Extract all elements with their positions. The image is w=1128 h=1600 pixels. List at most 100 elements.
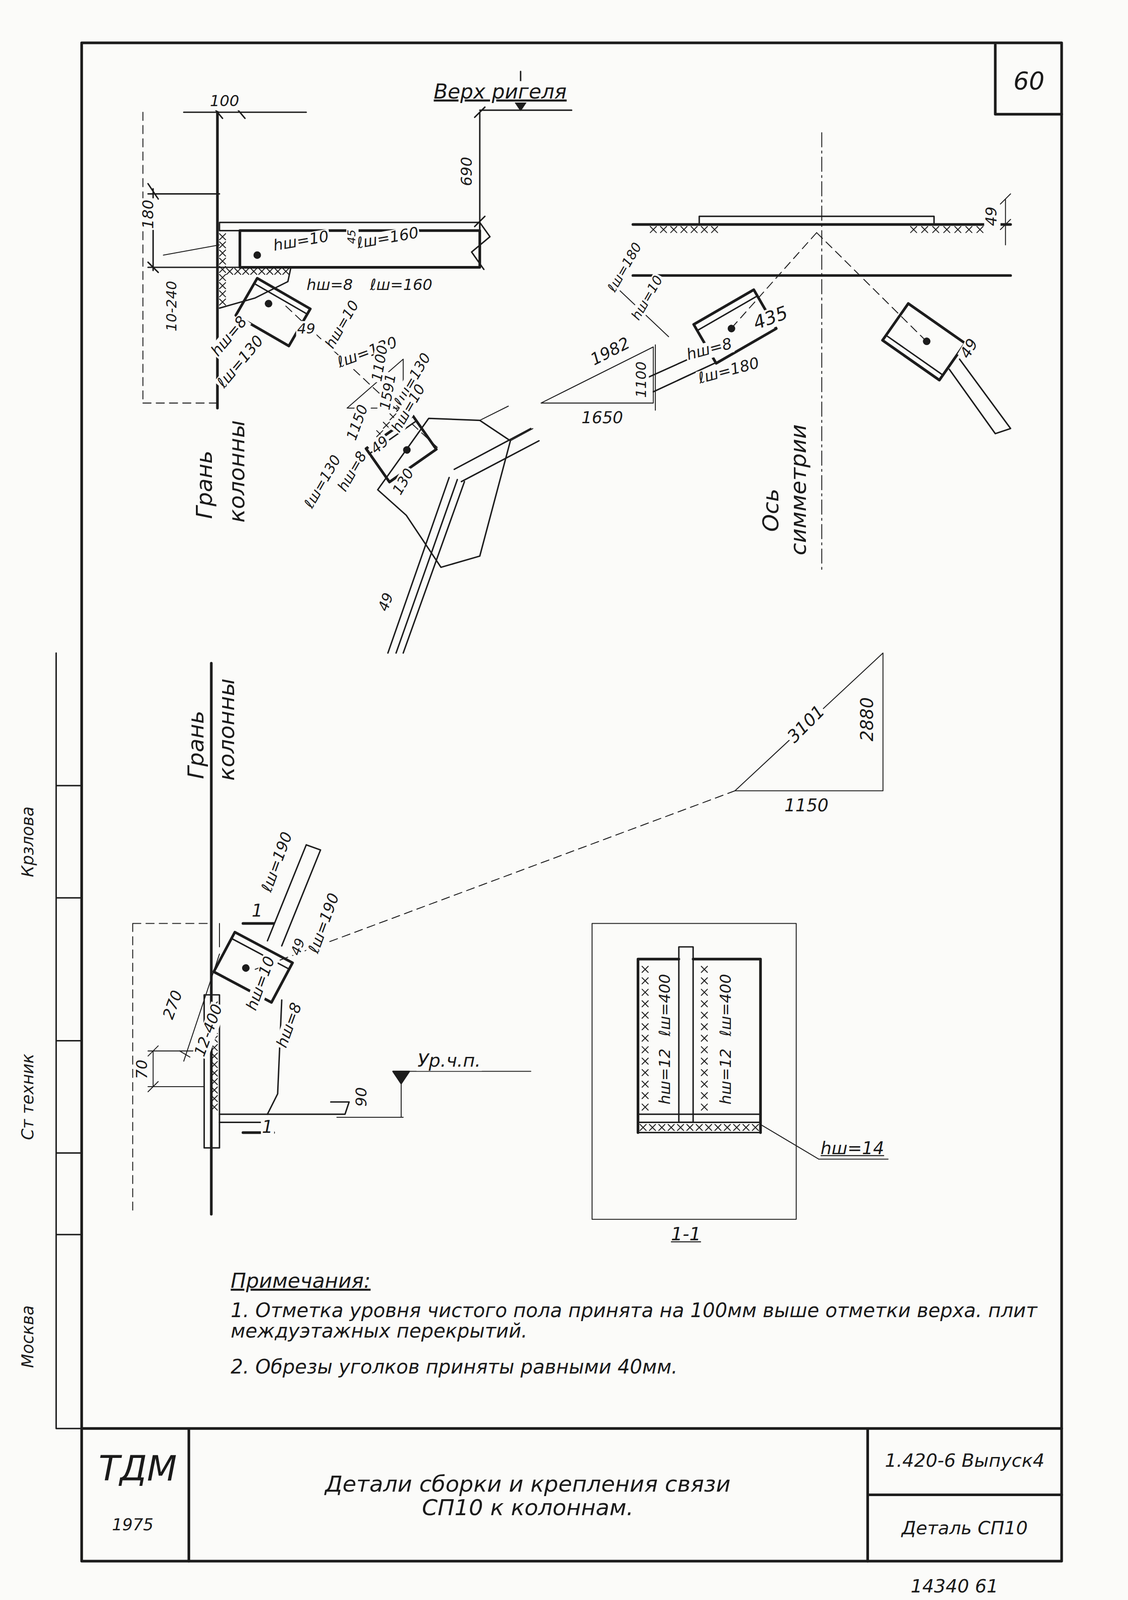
weld-mark [701,1035,708,1042]
weld-mark [910,226,917,233]
dimension-label: 1650 [580,410,625,428]
dimension-label: 1 [260,1118,274,1137]
weld-mark [219,258,226,265]
weld-mark [211,1070,218,1077]
weld-mark [219,242,226,249]
note-text: 1. Отметка уровня чистого пола принята н… [229,1301,1049,1343]
weld-mark [701,1070,708,1077]
dimension-label: 270 [160,988,187,1024]
weld-mark [742,1124,750,1132]
dimension-label: ℓш=130 [334,334,401,372]
note-text: 2. Обрезы уголков приняты равными 40мм. [229,1357,1049,1379]
weld-mark [701,1092,708,1100]
dimension-label: 49 [296,321,317,337]
weld-mark [258,268,265,275]
dimension-label: 70 [135,1059,152,1081]
weld-mark [701,1047,708,1054]
weld-mark [705,1124,712,1132]
weld-mark [714,1124,722,1132]
dimension-label: Ось [758,487,783,534]
weld-mark [641,978,649,985]
weld-mark [211,1096,218,1103]
dimension-label: 180 [140,198,157,230]
dimension-label: 690 [459,155,476,188]
weld-mark [691,226,698,233]
weld-mark [641,1092,649,1100]
weld-mark [640,1124,647,1132]
dimension-label: ℓш=160 [368,277,434,294]
dimension-label: 12-400 [191,1001,227,1061]
dimension-label: Грань [192,449,216,521]
weld-mark [274,268,281,275]
weld-mark [954,226,961,233]
weld-mark [266,268,273,275]
dimension-label: ℓш=400 [718,973,735,1038]
weld-mark [641,1047,649,1054]
weld-mark [921,226,928,233]
title-block-text: Деталь СП10 [900,1519,1029,1539]
dimension-label: Верх ригеля [432,81,568,103]
weld-mark [752,1124,759,1132]
dimension-label: 1150 [783,797,830,816]
weld-mark [696,1124,703,1132]
weld-mark [670,226,678,233]
weld-mark [701,1081,708,1088]
weld-mark [250,268,257,275]
dimension-label: Ур.ч.п. [416,1052,482,1072]
weld-mark [242,268,249,275]
dimension-label: ℓш=190 [306,890,344,957]
weld-mark [219,266,226,273]
weld-mark [660,226,667,233]
weld-mark [668,1124,675,1132]
dimension-label: 435 [749,302,792,334]
dimension-label: 100 [208,94,240,111]
dimension-label: ℓш=190 [259,829,297,896]
dimension-label: 130 [389,465,417,499]
title-block-text: Ст техник [19,1052,38,1142]
weld-mark [649,1124,656,1132]
weld-mark [701,226,708,233]
dimension-label: hш=8 [684,336,735,365]
dimension-label: Грань [184,709,208,781]
weld-mark [641,966,649,973]
dimension-label: 49 [375,589,397,614]
dimension-label: колонны [225,419,249,524]
weld-mark [701,1024,708,1031]
dimension-label: 3101 [783,701,830,748]
weld-mark [211,1053,218,1060]
weld-mark [686,1124,694,1132]
dimension-label: hш=10 [271,228,331,255]
weld-mark [724,1124,731,1132]
weld-mark [641,1104,649,1111]
weld-mark [226,268,233,275]
weld-mark [641,1000,649,1008]
weld-mark [211,1079,218,1086]
weld-mark [211,1087,218,1094]
dimension-label: 60 [1012,68,1046,95]
weld-mark [701,1000,708,1008]
dimension-label: 10-240 [163,279,180,333]
weld-mark [641,1024,649,1031]
dimension-label: симметрии [786,423,810,557]
weld-mark [219,298,226,306]
weld-mark [219,250,226,257]
dimension-label: hш=8 [334,448,371,495]
dimension-label: ℓш=400 [657,973,674,1038]
dimension-label: 2880 [858,696,877,743]
weld-mark [701,966,708,973]
weld-mark [701,978,708,985]
weld-mark [976,226,984,233]
dimension-label: ℓш=180 [695,355,762,388]
weld-mark [641,1081,649,1088]
dimension-label: hш=14 [819,1140,886,1159]
dimension-label: 49 [984,205,1001,228]
dimension-label: колонны [215,677,239,782]
weld-mark [234,268,241,275]
weld-mark [641,1035,649,1042]
weld-mark [701,989,708,997]
title-block-text: Крзлова [19,805,38,879]
dimension-label: hш=10 [628,272,666,324]
drawing-title: Детали сборки и крепления связи СП10 к к… [312,1472,744,1520]
title-block-text: ТДМ [97,1451,179,1489]
weld-mark [658,1124,666,1132]
